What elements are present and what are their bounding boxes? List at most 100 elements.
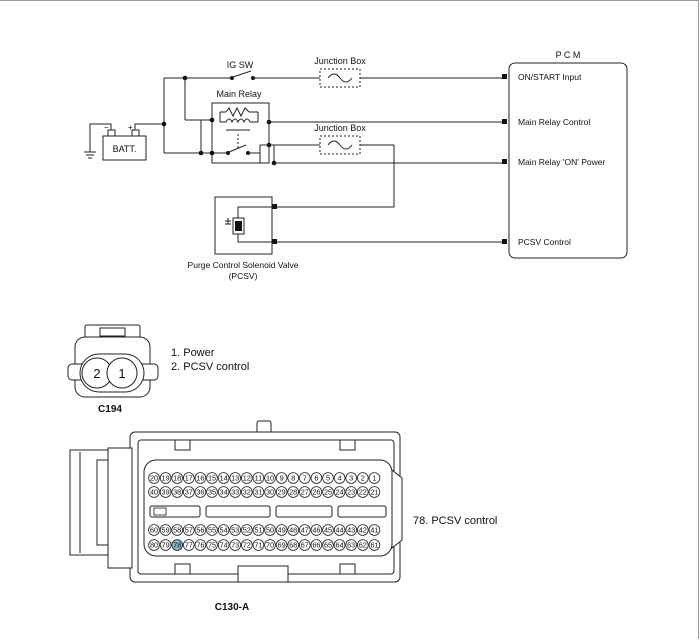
c130a-pin-number: 42 <box>359 526 367 535</box>
c130a-pin-number: 5 <box>326 474 330 483</box>
c130a-pin-cavity <box>217 486 230 498</box>
c130a-pin-cavity <box>171 539 184 551</box>
c130a-pin-number: 16 <box>196 474 204 483</box>
c130a-pin-cavity <box>159 486 172 498</box>
c130a-pin-number: 38 <box>173 488 181 497</box>
c130a-pin-cavity <box>310 539 323 551</box>
relay-resistor <box>225 106 250 118</box>
c130a-name: C130-A <box>215 602 249 613</box>
relay-output-wiring: Junction Box <box>260 121 502 243</box>
c130a-pin-cavity <box>241 472 253 484</box>
c130a-pin-cavity <box>356 524 369 536</box>
battery-terminal-negative <box>107 129 116 137</box>
c130a-pin-cavity <box>287 486 300 498</box>
pcsv-internal-wire <box>237 206 272 218</box>
c130a-pin-cavity <box>171 486 184 498</box>
c130a-pin-number: 30 <box>266 488 274 497</box>
c194-pin-number: 2 <box>93 366 100 381</box>
pcm-block: P C M ON/START Input Main Relay Control … <box>502 50 628 259</box>
c130a-pin-number: 14 <box>220 474 228 483</box>
c130a-pin-number: 50 <box>266 526 274 535</box>
c130a-pin-number: 3 <box>349 474 353 483</box>
c194-pin-number: 1 <box>118 366 125 381</box>
c130a-pin-cavity <box>356 539 369 551</box>
c130a-pin-number: 32 <box>243 488 251 497</box>
c130a-pin-number: 48 <box>289 526 297 535</box>
c130a-pin-number: 39 <box>162 488 170 497</box>
c130a-pin-cavity <box>206 472 218 484</box>
c130a-pin-cavity <box>275 472 288 484</box>
c130a-pin-number: 78 <box>173 541 181 550</box>
relay-coil <box>225 118 251 124</box>
c130a-pin-number: 79 <box>162 541 170 550</box>
c130a-pin-cavity <box>194 472 207 484</box>
c130a-pin-cavity <box>322 539 334 551</box>
c130a-pin-cavity <box>217 524 230 536</box>
c130a-pin-number: 35 <box>208 488 216 497</box>
c130a-pin-cavity <box>310 486 323 498</box>
c130a-pin-cavity <box>356 486 369 498</box>
pcsv: Purge Control Solenoid Valve (PCSV) <box>188 196 299 281</box>
pcm-title: P C M <box>556 50 581 60</box>
c130a-frame-tab <box>339 439 356 451</box>
c130a-pin-cavity <box>345 539 358 551</box>
c130a-pin-number: 6 <box>314 474 318 483</box>
c130a-pin-cavity <box>252 539 265 551</box>
pcsv-label-abbrev: (PCSV) <box>229 271 258 281</box>
pcsv-label: Purge Control Solenoid Valve <box>188 260 299 270</box>
c130a-pin-number: 63 <box>347 541 355 550</box>
c130a-pin-number: 4 <box>338 474 342 483</box>
pcm-pin-terminal <box>502 74 507 79</box>
c130a-pin-number: 73 <box>231 541 239 550</box>
c130a-pin-cavity <box>183 472 195 484</box>
c130a-pin-cavity <box>287 539 300 551</box>
c130a-slot-inner <box>153 507 167 516</box>
c130a-pin-number: 54 <box>220 526 228 535</box>
c130a-pin-number: 1 <box>372 474 376 483</box>
c130a-pin-number: 43 <box>347 526 355 535</box>
c130a-pin-cavity <box>148 472 160 484</box>
ig-sw-label: IG SW <box>227 60 254 70</box>
c130a-pin-number: 55 <box>208 526 216 535</box>
c130a-pin-cavity <box>206 524 218 536</box>
c130a-pin-cavity <box>264 472 276 484</box>
c130a-pin-number: 8 <box>291 474 295 483</box>
c130a-pin-number: 80 <box>150 541 158 550</box>
c130a-pin-number: 28 <box>289 488 297 497</box>
c130a-pin-number: 56 <box>196 526 204 535</box>
c130a-pin-number: 22 <box>359 488 367 497</box>
c130a-pin-cavity <box>183 524 195 536</box>
c130a-pin-cavity <box>148 539 160 551</box>
c130a-pin-number: 68 <box>289 541 297 550</box>
c130a-pin-cavity <box>194 486 207 498</box>
c130a-pin-number: 7 <box>303 474 307 483</box>
c130a-pin-number: 67 <box>301 541 309 550</box>
c130a-pin-number: 40 <box>150 488 158 497</box>
c130a-pin-cavity <box>241 524 253 536</box>
c130a-pin-cavity <box>264 524 276 536</box>
c130a-pin-number: 76 <box>196 541 204 550</box>
c130a-pin-number: 59 <box>162 526 170 535</box>
battery-terminal-positive <box>131 129 140 137</box>
c130a-pin-number: 60 <box>150 526 158 535</box>
c130a-slot <box>205 505 271 518</box>
c130a-pin-cavity <box>322 524 334 536</box>
ig-sw-blade <box>232 70 252 78</box>
fuse-1 <box>327 73 353 83</box>
c130a-pin-cavity <box>229 524 242 536</box>
c130a-pin-number: 75 <box>208 541 216 550</box>
c130a-pin-number: 23 <box>347 488 355 497</box>
c130a-pin-cavity <box>368 486 381 498</box>
c130a-pin-number: 69 <box>278 541 286 550</box>
ground-wire <box>89 123 112 152</box>
c130a-pin-cavity <box>333 524 346 536</box>
c130a-pin-number: 37 <box>185 488 193 497</box>
c130a-pin-number: 46 <box>312 526 320 535</box>
splice <box>271 160 277 166</box>
c130a-pin-cavity <box>159 472 172 484</box>
battery-plus-sign: + <box>128 123 133 132</box>
